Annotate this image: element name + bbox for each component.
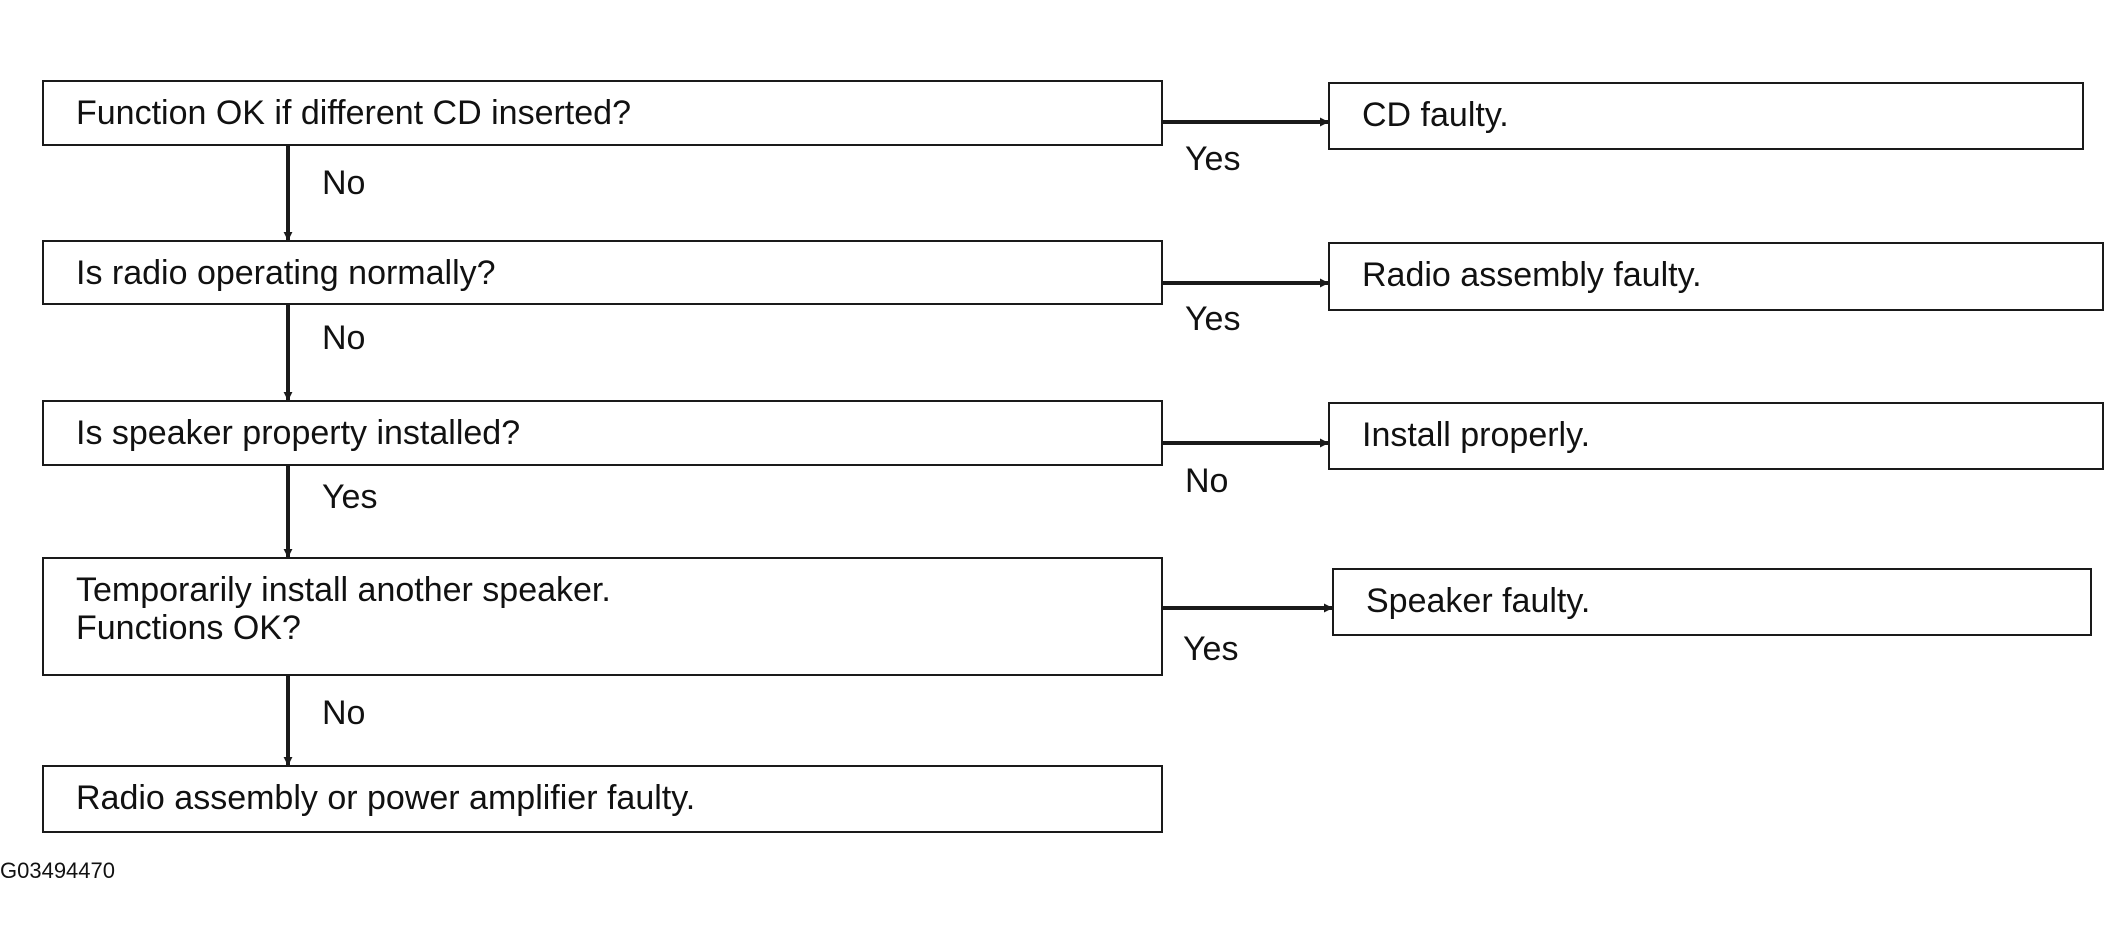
- question-text: Function OK if different CD inserted?: [76, 94, 631, 132]
- question-box-another-speaker: Temporarily install another speaker. Fun…: [42, 557, 1163, 676]
- down-label-4: No: [322, 694, 366, 732]
- right-label-4: Yes: [1183, 630, 1239, 668]
- result-box-install-properly: Install properly.: [1328, 402, 2104, 470]
- result-text: CD faulty.: [1362, 96, 1509, 134]
- right-label-2: Yes: [1185, 300, 1241, 338]
- question-box-radio: Is radio operating normally?: [42, 240, 1163, 305]
- question-box-cd: Function OK if different CD inserted?: [42, 80, 1163, 146]
- question-box-speaker-installed: Is speaker property installed?: [42, 400, 1163, 466]
- result-box-radio-faulty: Radio assembly faulty.: [1328, 242, 2104, 311]
- down-label-2: No: [322, 319, 366, 357]
- question-text-line-2: Functions OK?: [76, 609, 301, 647]
- final-result-box: Radio assembly or power amplifier faulty…: [42, 765, 1163, 833]
- question-text: Is radio operating normally?: [76, 254, 496, 292]
- down-label-1: No: [322, 164, 366, 202]
- question-text: Is speaker property installed?: [76, 414, 521, 452]
- down-label-3: Yes: [322, 478, 378, 516]
- final-result-text: Radio assembly or power amplifier faulty…: [76, 779, 696, 817]
- result-text: Speaker faulty.: [1366, 582, 1591, 620]
- right-label-3: No: [1185, 462, 1229, 500]
- figure-code: G03494470: [0, 858, 115, 883]
- result-box-speaker-faulty: Speaker faulty.: [1332, 568, 2092, 636]
- result-text: Radio assembly faulty.: [1362, 256, 1702, 294]
- result-box-cd-faulty: CD faulty.: [1328, 82, 2084, 150]
- result-text: Install properly.: [1362, 416, 1591, 454]
- question-text-line-1: Temporarily install another speaker.: [76, 571, 611, 609]
- right-label-1: Yes: [1185, 140, 1241, 178]
